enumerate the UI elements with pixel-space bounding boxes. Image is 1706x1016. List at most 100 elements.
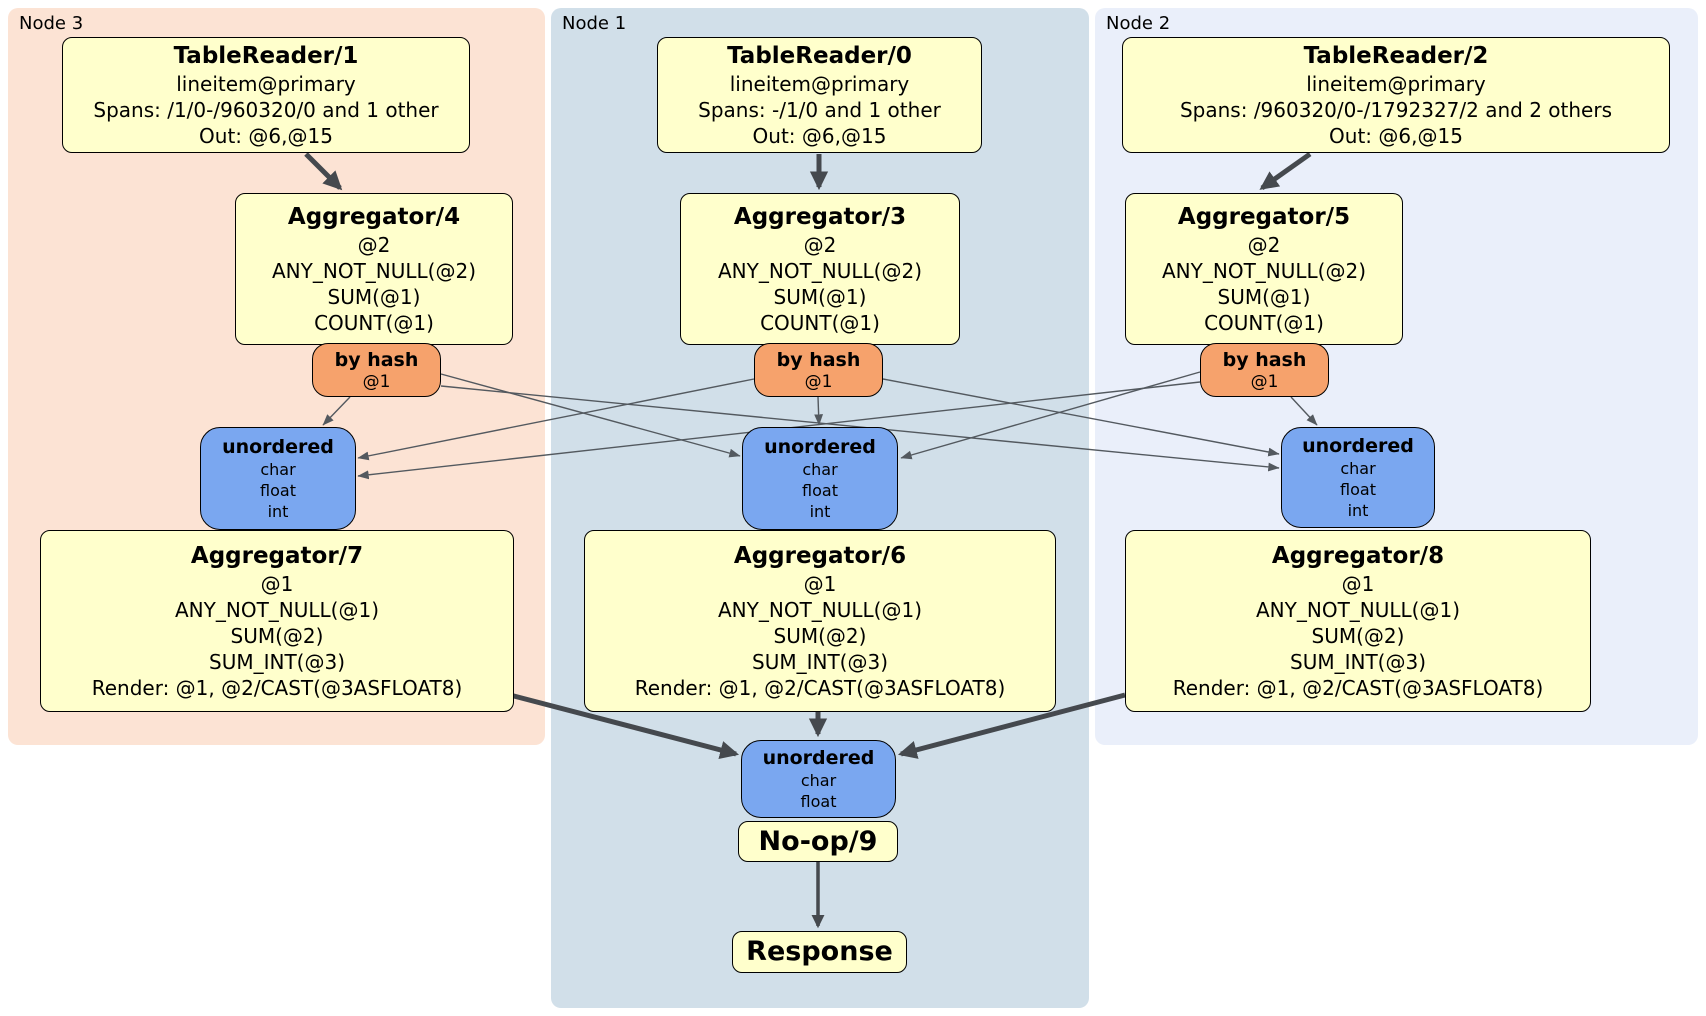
unordered-sync-node2: unordered char float int (1281, 427, 1435, 528)
aggregator-5-group: @2 (1247, 233, 1281, 257)
tablereader-2-out: Out: @6,@15 (1329, 124, 1463, 148)
tablereader-2-title: TableReader/2 (1303, 43, 1489, 69)
unordered-final-title: unordered (762, 747, 875, 769)
edge-aggregator8-final-unordered (897, 692, 1126, 759)
response-box: Response (732, 931, 907, 973)
by-hash-node3-key: @1 (362, 371, 391, 392)
edge-byhash2-unordered1 (900, 371, 1201, 460)
tablereader-1-spans: Spans: /1/0-/960320/0 and 1 other (93, 98, 439, 122)
tablereader-0-box: TableReader/0 lineitem@primary Spans: -/… (657, 37, 982, 153)
tablereader-0-index: lineitem@primary (729, 72, 910, 96)
aggregator-4-fn3: COUNT(@1) (314, 311, 434, 335)
aggregator-4-title: Aggregator/4 (287, 204, 461, 230)
unordered-node1-col2: float (802, 481, 838, 500)
unordered-node3-title: unordered (222, 436, 334, 458)
unordered-final-col2: float (800, 792, 837, 811)
by-hash-node2-key: @1 (1250, 371, 1279, 392)
aggregator-7-fn3: SUM_INT(@3) (209, 650, 345, 674)
by-hash-router-node3: by hash @1 (312, 343, 441, 397)
unordered-sync-final: unordered char float (741, 740, 896, 818)
aggregator-4-box: Aggregator/4 @2 ANY_NOT_NULL(@2) SUM(@1)… (235, 193, 513, 345)
aggregator-3-box: Aggregator/3 @2 ANY_NOT_NULL(@2) SUM(@1)… (680, 193, 960, 345)
tablereader-1-box: TableReader/1 lineitem@primary Spans: /1… (62, 37, 470, 153)
response-title: Response (746, 936, 893, 967)
aggregator-7-box: Aggregator/7 @1 ANY_NOT_NULL(@1) SUM(@2)… (40, 530, 514, 712)
unordered-node1-col1: char (802, 460, 838, 479)
unordered-node3-col2: float (260, 481, 296, 500)
aggregator-5-fn1: ANY_NOT_NULL(@2) (1162, 259, 1366, 283)
aggregator-5-fn2: SUM(@1) (1217, 285, 1311, 309)
tablereader-2-box: TableReader/2 lineitem@primary Spans: /9… (1122, 37, 1670, 153)
edge-byhash1-unordered3 (357, 378, 755, 461)
unordered-node2-title: unordered (1302, 435, 1414, 457)
unordered-node2-col2: float (1340, 480, 1376, 499)
tablereader-0-title: TableReader/0 (727, 43, 912, 69)
aggregator-7-render: Render: @1, @2/CAST(@3ASFLOAT8) (91, 676, 463, 700)
aggregator-4-fn2: SUM(@1) (327, 285, 421, 309)
aggregator-4-fn1: ANY_NOT_NULL(@2) (272, 259, 476, 283)
unordered-node1-col3: int (809, 502, 831, 521)
aggregator-8-title: Aggregator/8 (1271, 543, 1445, 569)
aggregator-3-group: @2 (803, 233, 837, 257)
aggregator-6-render: Render: @1, @2/CAST(@3ASFLOAT8) (634, 676, 1006, 700)
aggregator-3-fn2: SUM(@1) (773, 285, 867, 309)
edge-tablereader1-aggregator4 (304, 152, 343, 191)
node1-panel-label: Node 1 (562, 13, 627, 34)
aggregator-6-fn1: ANY_NOT_NULL(@1) (718, 598, 922, 622)
unordered-node2-col3: int (1347, 501, 1369, 520)
edge-byhash1-unordered1 (814, 396, 824, 426)
aggregator-8-group: @1 (1341, 572, 1375, 596)
aggregator-5-fn3: COUNT(@1) (1204, 311, 1324, 335)
aggregator-6-box: Aggregator/6 @1 ANY_NOT_NULL(@1) SUM(@2)… (584, 530, 1056, 712)
tablereader-1-title: TableReader/1 (173, 43, 359, 69)
by-hash-router-node1: by hash @1 (754, 343, 883, 397)
aggregator-4-group: @2 (357, 233, 391, 257)
unordered-node3-col1: char (260, 460, 296, 479)
aggregator-6-title: Aggregator/6 (733, 543, 907, 569)
node3-panel-label: Node 3 (19, 13, 84, 34)
aggregator-5-box: Aggregator/5 @2 ANY_NOT_NULL(@2) SUM(@1)… (1125, 193, 1403, 345)
by-hash-node3-title: by hash (334, 348, 419, 371)
aggregator-8-fn2: SUM(@2) (1311, 624, 1405, 648)
by-hash-node1-key: @1 (804, 371, 833, 392)
tablereader-1-out: Out: @6,@15 (199, 124, 333, 148)
aggregator-3-fn1: ANY_NOT_NULL(@2) (718, 259, 922, 283)
unordered-node3-col3: int (267, 502, 289, 521)
aggregator-6-group: @1 (803, 572, 837, 596)
by-hash-router-node2: by hash @1 (1200, 343, 1329, 397)
noop-box: No-op/9 (738, 821, 898, 862)
tablereader-2-spans: Spans: /960320/0-/1792327/2 and 2 others (1179, 98, 1612, 122)
aggregator-8-fn3: SUM_INT(@3) (1290, 650, 1426, 674)
node2-panel-label: Node 2 (1106, 13, 1171, 34)
aggregator-5-title: Aggregator/5 (1177, 204, 1351, 230)
edge-byhash3-unordered1 (440, 373, 741, 458)
by-hash-node2-title: by hash (1222, 348, 1307, 371)
aggregator-3-title: Aggregator/3 (733, 204, 907, 230)
tablereader-2-index: lineitem@primary (1306, 72, 1486, 96)
aggregator-7-fn2: SUM(@2) (230, 624, 324, 648)
edge-tablereader2-aggregator5 (1259, 151, 1312, 191)
unordered-sync-node3: unordered char float int (200, 427, 356, 530)
unordered-node1-title: unordered (764, 436, 876, 458)
noop-title: No-op/9 (758, 825, 878, 857)
aggregator-8-box: Aggregator/8 @1 ANY_NOT_NULL(@1) SUM(@2)… (1125, 530, 1591, 712)
edge-byhash1-unordered2 (882, 378, 1280, 457)
unordered-node2-col1: char (1340, 459, 1376, 478)
tablereader-0-out: Out: @6,@15 (752, 124, 887, 148)
aggregator-6-fn3: SUM_INT(@3) (752, 650, 888, 674)
aggregator-8-fn1: ANY_NOT_NULL(@1) (1256, 598, 1460, 622)
edge-byhash3-unordered3 (322, 396, 351, 426)
flow-arrows (304, 151, 1312, 929)
aggregator-7-group: @1 (260, 572, 294, 596)
edge-aggregator7-final-unordered (509, 692, 740, 759)
aggregator-7-fn1: ANY_NOT_NULL(@1) (175, 598, 379, 622)
unordered-sync-node1: unordered char float int (742, 427, 898, 530)
edge-byhash2-unordered2 (1290, 396, 1318, 426)
aggregator-6-fn2: SUM(@2) (773, 624, 867, 648)
by-hash-node1-title: by hash (776, 348, 861, 371)
unordered-final-col1: char (800, 771, 837, 790)
aggregator-3-fn3: COUNT(@1) (760, 311, 880, 335)
aggregator-8-render: Render: @1, @2/CAST(@3ASFLOAT8) (1172, 676, 1544, 700)
aggregator-7-title: Aggregator/7 (190, 543, 364, 569)
